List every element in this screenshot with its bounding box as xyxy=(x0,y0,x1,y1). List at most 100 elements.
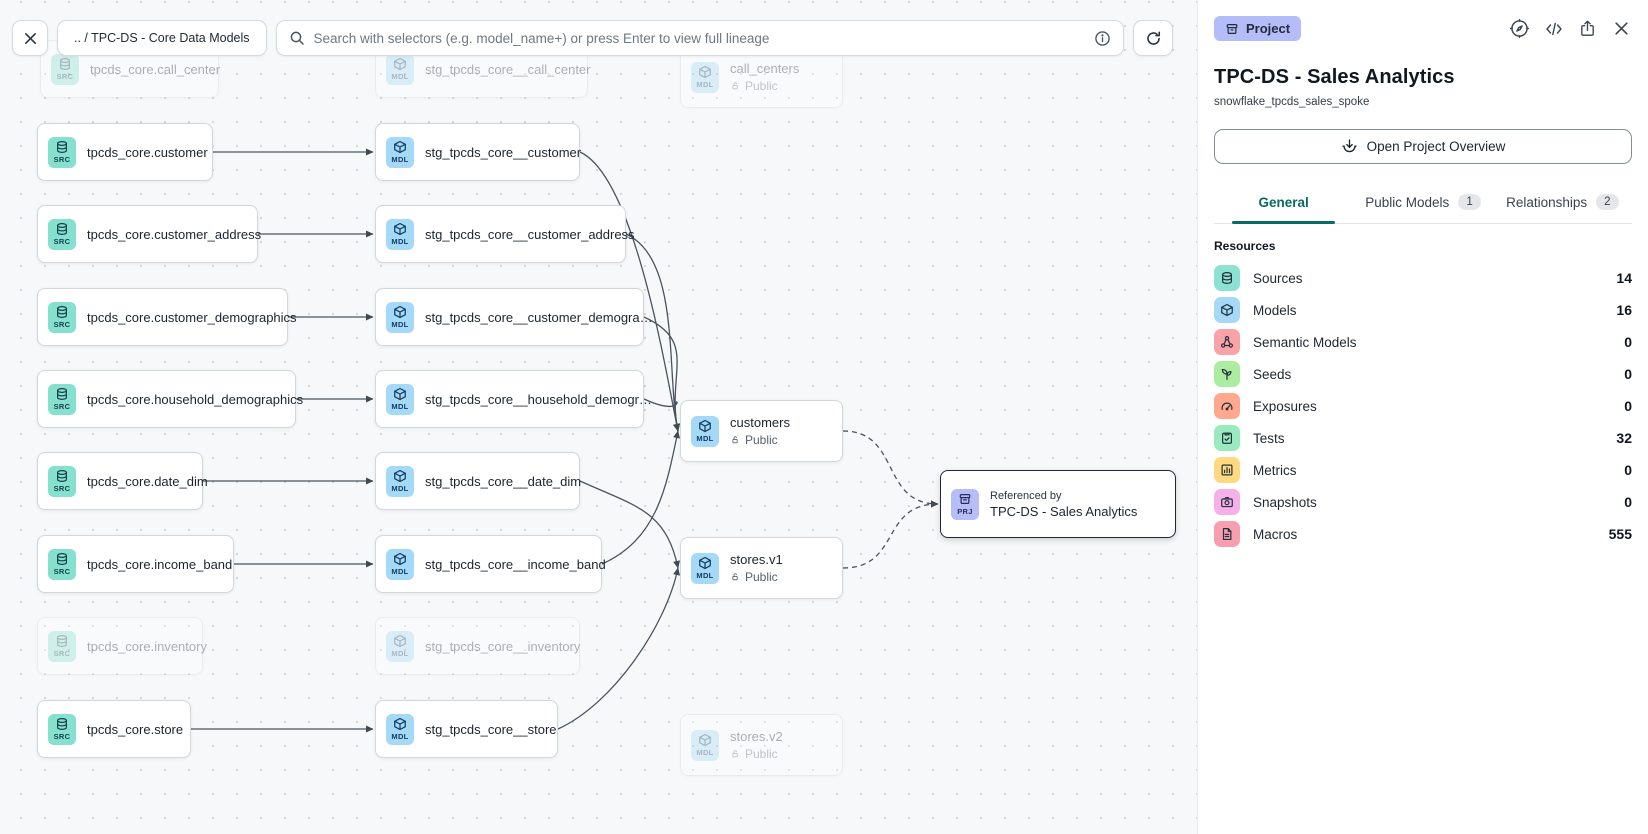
tab-label: Public Models xyxy=(1365,194,1450,210)
graph-node-src-date-dim[interactable]: SRC tpcds_core.date_dim xyxy=(37,452,208,510)
resource-count: 0 xyxy=(1624,494,1632,510)
resource-count: 0 xyxy=(1624,398,1632,414)
resource-label: Seeds xyxy=(1253,366,1292,382)
close-lineage-button[interactable] xyxy=(12,20,48,56)
public-access-label: Public xyxy=(730,433,790,447)
close-icon xyxy=(24,32,36,44)
tab-count-badge: 1 xyxy=(1458,194,1481,210)
project-subtitle: snowflake_tpcds_sales_spoke xyxy=(1214,96,1370,108)
code-icon xyxy=(1545,22,1562,35)
node-label: stores.v2 xyxy=(730,729,783,744)
public-access-label: Public xyxy=(730,747,783,761)
cube-icon: MDL xyxy=(386,713,414,745)
share-icon xyxy=(1581,20,1594,36)
resource-label: Macros xyxy=(1253,526,1298,542)
breadcrumb[interactable]: .. / TPC-DS - Core Data Models xyxy=(57,20,267,56)
node-label: stg_tpcds_core__household_demogr… xyxy=(425,391,652,407)
database-icon xyxy=(1214,265,1240,291)
cube-icon: MDL xyxy=(386,465,414,497)
graph-node-stg-household-demographics[interactable]: MDL stg_tpcds_core__household_demogr… xyxy=(375,370,652,428)
database-icon: SRC xyxy=(48,465,76,497)
cube-icon: MDL xyxy=(386,301,414,333)
resource-count: 0 xyxy=(1624,366,1632,382)
tab-general[interactable]: General xyxy=(1214,185,1353,224)
public-access-label: Public xyxy=(730,570,783,584)
unlock-icon xyxy=(730,572,740,582)
cube-icon: MDL xyxy=(386,383,414,415)
resource-label: Metrics xyxy=(1253,462,1297,478)
cube-icon: MDL xyxy=(386,136,414,168)
node-label: tpcds_core.store xyxy=(87,721,184,737)
tab-count-badge: 2 xyxy=(1596,194,1619,210)
search-icon xyxy=(290,31,304,45)
compass-icon xyxy=(1509,18,1530,39)
resource-count: 32 xyxy=(1616,430,1632,446)
project-details-panel: Project TPC-DS - Sales Analytics snowfla… xyxy=(1197,0,1648,834)
clipboard-check-icon xyxy=(1214,425,1240,451)
database-icon: SRC xyxy=(48,548,76,580)
node-kicker: Referenced by xyxy=(990,489,1062,502)
database-icon: SRC xyxy=(48,218,76,250)
node-label: stg_tpcds_core__store xyxy=(425,721,557,737)
resource-count: 16 xyxy=(1616,302,1632,318)
close-panel-button[interactable] xyxy=(1611,18,1632,39)
resource-label: Models xyxy=(1253,302,1297,318)
info-icon[interactable] xyxy=(1094,30,1111,47)
graph-node-stg-income-band[interactable]: MDL stg_tpcds_core__income_band xyxy=(375,535,606,593)
lineage-compass-button[interactable] xyxy=(1509,18,1530,39)
code-view-button[interactable] xyxy=(1543,18,1564,39)
graph-node-src-income-band[interactable]: SRC tpcds_core.income_band xyxy=(37,535,234,593)
cube-icon: MDL xyxy=(386,548,414,580)
cube-icon: MDL xyxy=(691,61,719,93)
tab-label: Relationships xyxy=(1506,194,1588,210)
resource-count: 555 xyxy=(1608,526,1632,542)
share-button[interactable] xyxy=(1577,18,1598,39)
database-icon: SRC xyxy=(48,136,76,168)
node-label: stg_tpcds_core__income_band xyxy=(425,556,606,572)
node-label: stg_tpcds_core__customer_address xyxy=(425,226,635,242)
node-label: stores.v1 xyxy=(730,552,783,567)
tab-relationships[interactable]: Relationships 2 xyxy=(1493,185,1632,223)
unlock-icon xyxy=(730,81,740,91)
project-icon xyxy=(1226,23,1238,34)
close-icon xyxy=(1615,22,1628,35)
unlock-icon xyxy=(730,435,740,445)
node-label: tpcds_core.income_band xyxy=(87,556,233,572)
seedling-icon xyxy=(1214,361,1240,387)
node-label: tpcds_core.date_dim xyxy=(87,473,208,489)
database-icon: SRC xyxy=(48,301,76,333)
tab-public-models[interactable]: Public Models 1 xyxy=(1353,185,1492,223)
node-label: customers xyxy=(730,415,790,430)
search-input[interactable] xyxy=(313,30,1085,46)
node-label: tpcds_core.inventory xyxy=(87,638,207,654)
graph-node-stg-store[interactable]: MDL stg_tpcds_core__store xyxy=(375,700,558,758)
cube-icon: MDL xyxy=(386,218,414,250)
archive-icon: PRJ xyxy=(951,488,979,520)
resource-row-metrics: Metrics 0 xyxy=(1214,454,1632,486)
refresh-lineage-button[interactable] xyxy=(1133,20,1173,56)
resource-count: 0 xyxy=(1624,462,1632,478)
graph-node-stg-customer-address[interactable]: MDL stg_tpcds_core__customer_address xyxy=(375,205,635,263)
cube-icon xyxy=(1214,297,1240,323)
lineage-edges xyxy=(191,148,939,733)
open-project-overview-button[interactable]: Open Project Overview xyxy=(1214,129,1632,164)
resource-row-macros: Macros 555 xyxy=(1214,518,1632,550)
